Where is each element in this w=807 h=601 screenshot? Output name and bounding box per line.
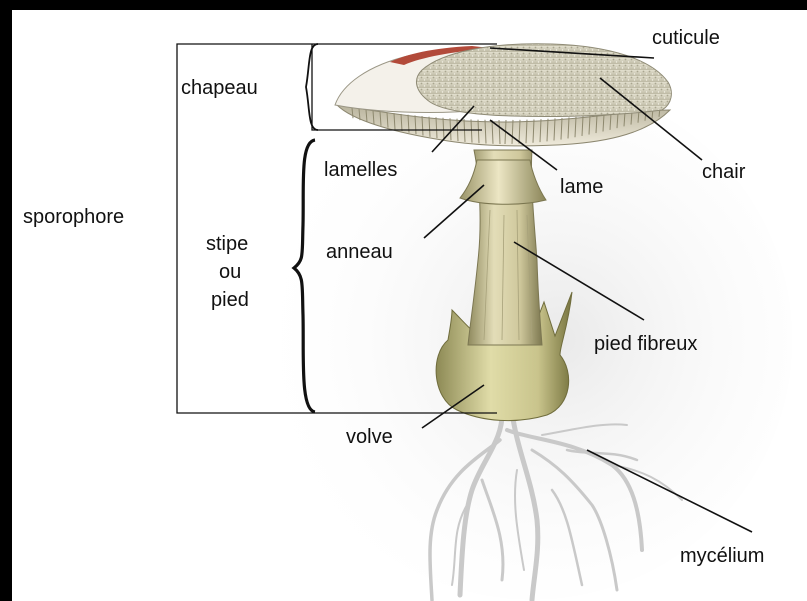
label-pied-fibreux: pied fibreux	[594, 333, 697, 355]
label-sporophore: sporophore	[23, 206, 124, 228]
label-mycelium: mycélium	[680, 545, 764, 567]
label-chair: chair	[702, 161, 746, 183]
label-stipe: stipe	[206, 233, 248, 255]
label-anneau: anneau	[326, 241, 393, 263]
label-pied: pied	[211, 289, 249, 311]
label-cuticule: cuticule	[652, 27, 720, 49]
label-lame: lame	[560, 176, 603, 198]
label-volve: volve	[346, 426, 393, 448]
label-chapeau: chapeau	[181, 77, 258, 99]
diagram-frame: cuticule chapeau chair lamelles lame spo…	[12, 10, 807, 601]
label-lamelles: lamelles	[324, 159, 397, 181]
mushroom-anatomy-diagram: cuticule chapeau chair lamelles lame spo…	[12, 10, 807, 601]
label-ou: ou	[219, 261, 241, 283]
